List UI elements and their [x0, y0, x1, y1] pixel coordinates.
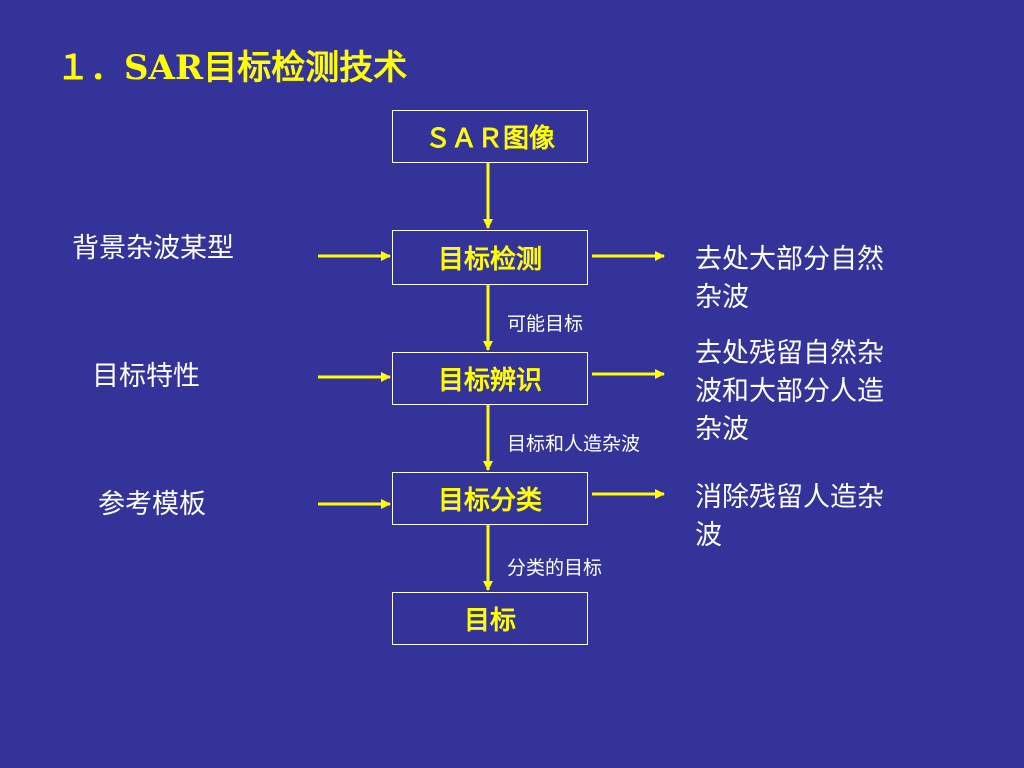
node-target-label: 目标	[463, 606, 516, 636]
input-templates: 参考模板	[98, 489, 206, 520]
input-target-features: 目标特性	[92, 361, 200, 392]
node-target: 目标	[392, 592, 588, 645]
node-detection: 目标检测	[392, 230, 588, 285]
node-discrimination-label: 目标辨识	[437, 366, 542, 396]
slide-title: １．SAR目标检测技术	[56, 48, 408, 88]
node-classification-label: 目标分类	[437, 486, 542, 516]
edge-label-classified-targets: 分类的目标	[507, 557, 603, 579]
output-detection-result: 去处大部分自然杂波	[695, 244, 884, 313]
node-classification: 目标分类	[392, 472, 588, 525]
edge-label-targets-and-clutter: 目标和人造杂波	[507, 433, 641, 455]
output-discrimination-result: 去处残留自然杂波和大部分人造杂波	[695, 338, 884, 445]
node-sar-image-label: ＳＡＲ图像	[424, 124, 555, 154]
input-clutter-model: 背景杂波某型	[72, 233, 234, 264]
edge-label-possible-targets: 可能目标	[507, 313, 584, 335]
node-sar-image: ＳＡＲ图像	[392, 110, 588, 163]
node-detection-label: 目标检测	[437, 245, 542, 275]
node-discrimination: 目标辨识	[392, 352, 588, 405]
output-classification-result: 消除残留人造杂波	[695, 482, 884, 551]
